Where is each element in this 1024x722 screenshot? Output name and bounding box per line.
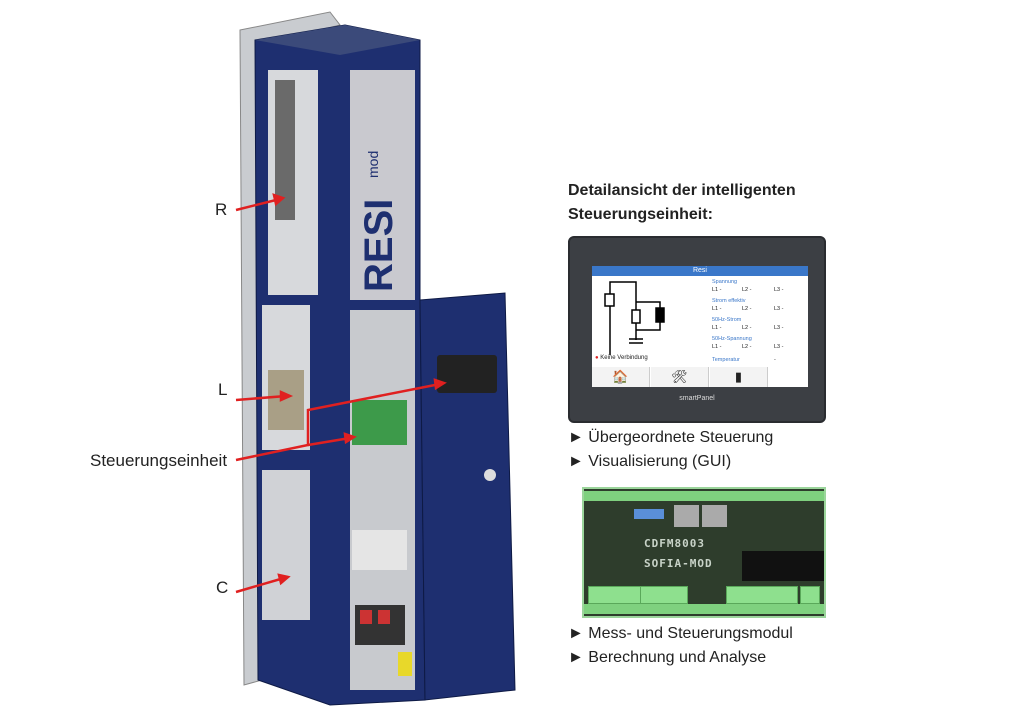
reading-l3: L3 -: [774, 287, 784, 293]
reading-l1: L1 -: [712, 306, 722, 312]
bullet-2-2: ► Berechnung und Analyse: [568, 649, 767, 666]
reading-l1: L1 -: [712, 344, 722, 350]
reading-label: Strom effektiv: [712, 298, 746, 304]
reading-l2: L2 -: [742, 287, 752, 293]
reading-label: 50Hz-Strom: [712, 317, 742, 323]
cabinet-illustration: RESI mod: [235, 11, 516, 706]
sd-card-button[interactable]: ▮: [710, 367, 768, 387]
reading-l2: L2 -: [742, 325, 752, 331]
reading-l2: L2 -: [742, 344, 752, 350]
reading-l3: L3 -: [774, 325, 784, 331]
bullet-1-1: ► Übergeordnete Steuerung: [568, 429, 774, 446]
cabinet-brand: RESI: [357, 199, 401, 292]
temperature-label: Temperatur: [712, 357, 740, 363]
reading-l3: L3 -: [774, 306, 784, 312]
label-l: L: [218, 380, 228, 399]
reading-l1: L1 -: [712, 325, 722, 331]
settings-button[interactable]: 🛠: [651, 367, 709, 387]
circuit-diagram-icon: [604, 281, 665, 355]
label-r: R: [215, 200, 228, 219]
reading-label: Spannung: [712, 279, 738, 285]
temperature-value: -: [774, 357, 776, 363]
screen-title: Resi: [592, 266, 808, 276]
detail-heading-line2: Steuerungseinheit:: [568, 206, 713, 223]
error-icon: ●: [595, 355, 599, 361]
smart-panel: Resi ● Keine Verbindung Spannung L1 - L2…: [568, 236, 826, 423]
cabinet-brand-suffix: mod: [365, 151, 381, 178]
panel-brand: smartPanel: [679, 395, 715, 402]
connection-status: ● Keine Verbindung: [595, 355, 648, 362]
home-button[interactable]: 🏠: [592, 367, 650, 387]
reading-l2: L2 -: [742, 306, 752, 312]
panel-screen: Resi ● Keine Verbindung Spannung L1 - L2…: [592, 266, 808, 387]
bullet-2-1: ► Mess- und Steuerungsmodul: [568, 625, 793, 642]
label-control-unit: Steuerungseinheit: [90, 451, 228, 470]
reading-l1: L1 -: [712, 287, 722, 293]
reading-label: 50Hz-Spannung: [712, 336, 752, 342]
bullet-1-2: ► Visualisierung (GUI): [568, 453, 732, 470]
control-module: CDFM8003 SOFIA-MOD: [582, 487, 826, 618]
reading-l3: L3 -: [774, 344, 784, 350]
label-c: C: [216, 578, 229, 597]
status-text: Keine Verbindung: [600, 355, 648, 361]
module-model: CDFM8003: [644, 537, 705, 550]
module-name: SOFIA-MOD: [644, 557, 713, 570]
detail-heading-line1: Detailansicht der intelligenten: [568, 182, 796, 199]
